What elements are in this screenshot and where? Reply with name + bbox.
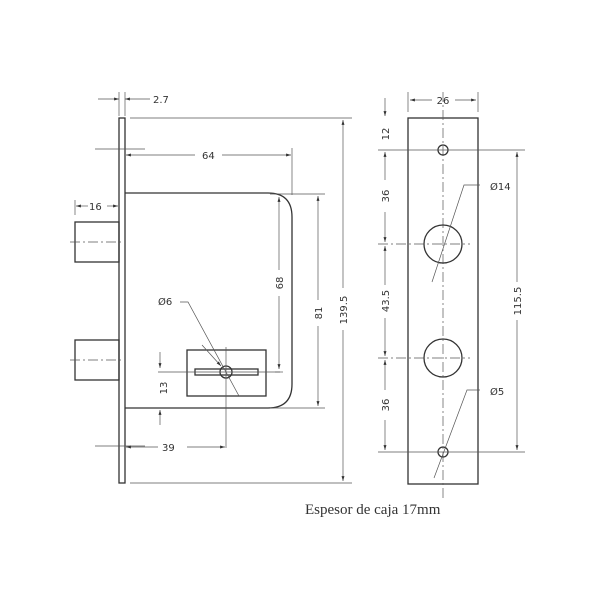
keyhole-plate [186,349,267,397]
dim-faceplate-height: 139.5 [339,296,350,325]
dim-large-hole-diameter: Ø14 [490,181,511,193]
dim-bolt-projection: 16 [89,202,102,213]
dim-screw-span: 115.5 [513,287,524,316]
dim-keyhole-diameter: Ø6 [158,296,172,308]
dim-body-height-inner: 68 [275,277,286,290]
dim-spacing-2: 43.5 [381,290,392,312]
dim-plate-width: 26 [437,96,450,107]
dim-spacing-3: 36 [381,399,392,412]
dim-top-offset: 12 [381,128,392,141]
dim-faceplate-thickness: 2.7 [153,95,169,106]
side-view: 2.7 64 16 68 81 139.5 Ø6 13 39 [70,92,352,484]
front-view: 26 12 36 43.5 36 115.5 Ø14 Ø5 [378,92,525,500]
dim-small-hole-diameter: Ø5 [490,386,504,398]
dim-depth: 64 [202,151,215,162]
dim-backset: 39 [162,443,175,454]
dim-body-height: 81 [314,307,325,320]
caption: Espesor de caja 17mm [305,502,441,518]
faceplate [118,117,126,484]
lock-body [125,192,293,409]
dim-spacing-1: 36 [381,190,392,203]
dim-keyhole-offset: 13 [159,382,170,395]
